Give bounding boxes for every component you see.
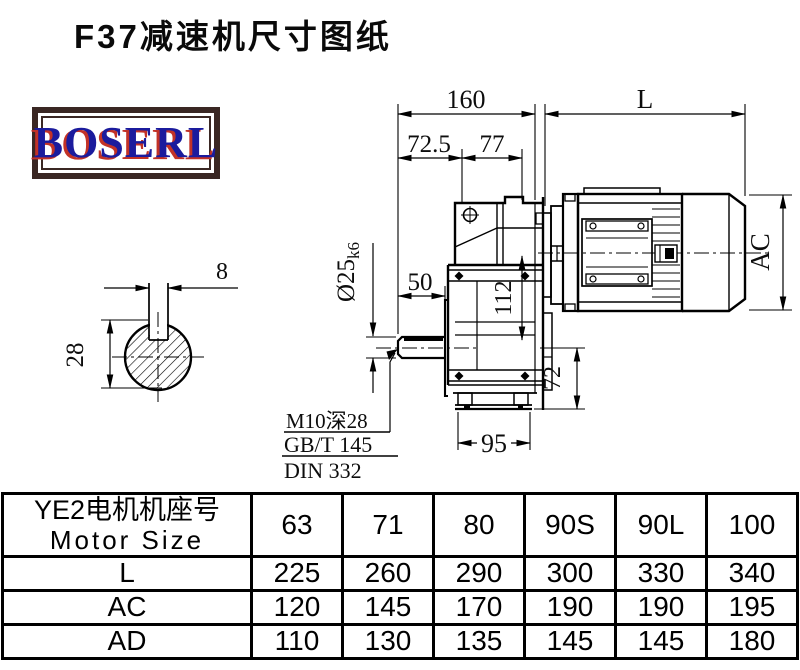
callout-tapped-hole: M10深28 [286, 409, 368, 433]
dim-L-label: L [637, 84, 654, 114]
AC-value: 120 [250, 589, 344, 626]
shaft-tolerance-value: k6 [344, 242, 363, 259]
shaft-key-detail [654, 244, 678, 263]
AD-value: 135 [432, 623, 526, 660]
shaft-cross-section [112, 283, 204, 402]
size-63: 63 [250, 492, 344, 558]
dim-112-label: 112 [491, 280, 517, 315]
AD-value: 110 [250, 623, 344, 660]
dim-50-label: 50 [408, 269, 433, 296]
dimension-lines [104, 110, 787, 447]
centerlines [376, 252, 768, 349]
motor-end-bell [682, 192, 747, 313]
row-label-AD: AD [1, 623, 253, 660]
table-row-AD: AD 110 130 135 145 145 180 [1, 623, 799, 660]
output-shaft [396, 335, 445, 360]
AD-value: 180 [705, 623, 799, 660]
size-71: 71 [341, 492, 435, 558]
header-en: Motor Size [49, 524, 205, 555]
dim-72-label: 72 [540, 366, 566, 390]
size-80: 80 [432, 492, 526, 558]
AD-value: 145 [614, 623, 708, 660]
technical-drawing: 160 L 72.5 77 50 95 AC 112 72 Ø25k6 8 28… [62, 84, 792, 483]
L-value: 225 [250, 555, 344, 592]
row-label-AC: AC [1, 589, 253, 626]
AC-value: 195 [705, 589, 799, 626]
header-cn: YE2电机机座号 [33, 494, 221, 525]
output-hub [443, 298, 448, 398]
terminal-box [583, 187, 661, 195]
table-row-L: L 225 260 290 300 330 340 [1, 555, 799, 592]
logo-inner-frame: BOSERL [34, 116, 217, 170]
section-centerlines [112, 312, 204, 402]
tapped-hole-callout: M10深28 GB/T 145 DIN 332 [282, 349, 398, 483]
L-value: 300 [523, 555, 617, 592]
AC-value: 170 [432, 589, 526, 626]
shaft-diameter-value: Ø25 [333, 259, 360, 302]
AC-value: 190 [523, 589, 617, 626]
L-value: 290 [432, 555, 526, 592]
AC-value: 190 [614, 589, 708, 626]
size-100: 100 [705, 492, 799, 558]
size-90L: 90L [614, 492, 708, 558]
dim-72-5-label: 72.5 [407, 131, 451, 158]
L-value: 340 [705, 555, 799, 592]
table-row-AC: AC 120 145 170 190 190 195 [1, 589, 799, 626]
L-value: 330 [614, 555, 708, 592]
L-value: 260 [341, 555, 435, 592]
dim-shaft-dia-label: Ø25k6 [333, 242, 363, 302]
AD-value: 130 [341, 623, 435, 660]
dim-160-label: 160 [447, 85, 486, 114]
dim-95-label: 95 [481, 429, 507, 458]
logo-text: BOSERL [33, 118, 219, 167]
AC-value: 145 [341, 589, 435, 626]
dimensions: 160 L 72.5 77 50 95 AC 112 72 Ø25k6 8 28… [62, 84, 792, 483]
callout-standard-2: DIN 332 [284, 458, 362, 483]
table-header-row: YE2电机机座号 Motor Size 63 71 80 90S 90L 100 [1, 492, 799, 558]
motor [561, 187, 747, 313]
cooling-fins [652, 208, 680, 298]
row-label-L: L [1, 555, 253, 592]
size-90S: 90S [523, 492, 617, 558]
dim-77-label: 77 [480, 131, 505, 158]
stator-section [581, 218, 653, 287]
motor-dimension-table: YE2电机机座号 Motor Size 63 71 80 90S 90L 100… [1, 492, 799, 660]
boserl-logo: BOSERL [32, 107, 220, 179]
dim-8-label: 8 [216, 259, 228, 285]
page-title: F37减速机尺寸图纸 [74, 18, 392, 55]
callout-standard-1: GB/T 145 [284, 432, 372, 457]
AD-value: 145 [523, 623, 617, 660]
dim-28-label: 28 [62, 343, 89, 368]
dim-AC-label: AC [745, 233, 775, 271]
motor-adapter [542, 205, 564, 305]
table-header-cell: YE2电机机座号 Motor Size [1, 492, 253, 558]
